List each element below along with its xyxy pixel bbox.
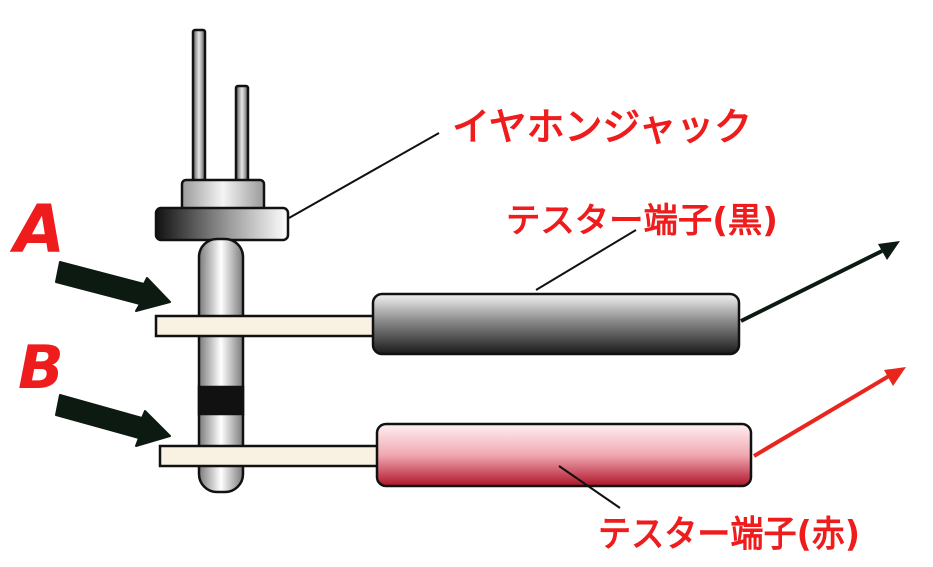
- label-point-b: B: [18, 333, 64, 403]
- label-tester-black: テスター端子(黒): [506, 201, 778, 241]
- jack-pin-long: [191, 28, 207, 187]
- leader-line-black: [535, 229, 637, 291]
- contact-tab-a: [154, 314, 384, 338]
- leader-line-jack: [288, 132, 440, 219]
- label-point-a: A: [9, 191, 65, 268]
- probe-lead-red: [752, 367, 906, 458]
- contact-tab-b: [158, 444, 388, 468]
- jack-cap: [180, 178, 266, 213]
- jack-shaft: [197, 237, 245, 494]
- leader-line-red: [558, 465, 621, 509]
- earphone-jack: [154, 28, 290, 494]
- jack-insulator-band: [197, 385, 245, 416]
- label-earphone-jack: イヤホンジャック: [452, 105, 752, 149]
- jack-washer: [154, 206, 290, 242]
- tester-probe-black: [371, 292, 741, 356]
- arrow-b-icon: [55, 394, 171, 447]
- tester-probe-red: [375, 422, 753, 488]
- arrow-a-icon: [55, 261, 171, 312]
- jack-pin-short: [234, 84, 250, 188]
- label-tester-red: テスター端子(赤): [598, 514, 860, 555]
- probe-lead-black: [740, 241, 900, 323]
